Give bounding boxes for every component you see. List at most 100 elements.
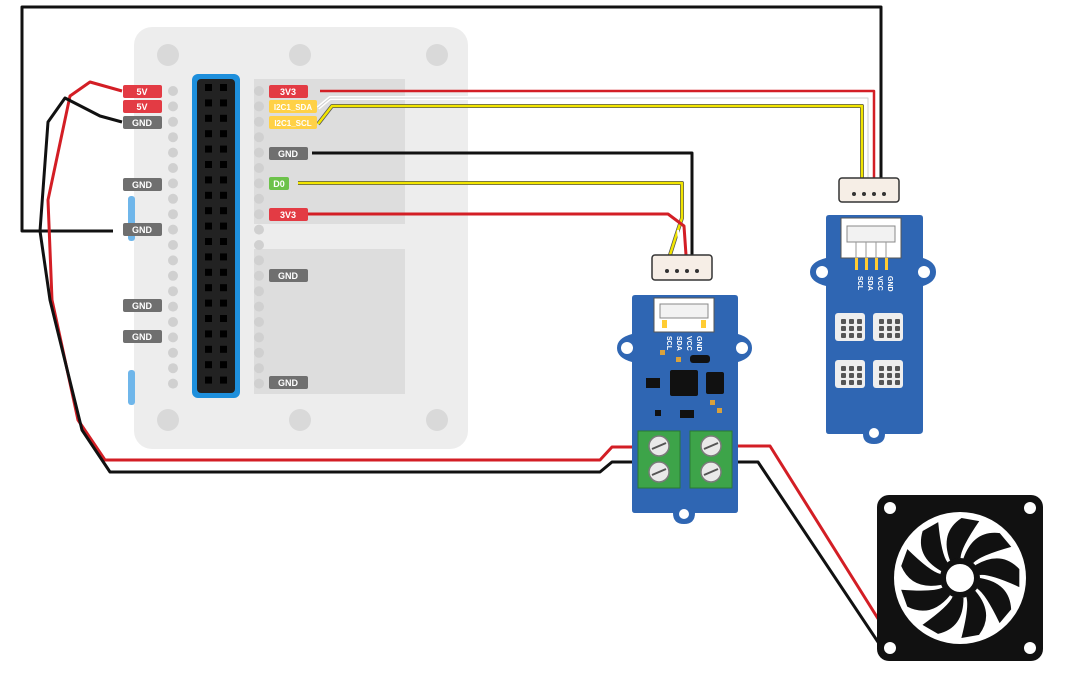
pad-dot	[879, 373, 884, 378]
pad-dot	[895, 373, 900, 378]
silk-vcc: VCC	[876, 276, 883, 291]
gpio-pin	[220, 161, 227, 168]
sensor-pad	[873, 360, 903, 388]
edge-tab	[128, 370, 135, 405]
pin-label-text: GND	[278, 271, 299, 281]
pad-dot	[857, 333, 862, 338]
gpio-pin	[205, 253, 212, 261]
pad-dot	[857, 319, 862, 324]
fan-icon	[877, 495, 1043, 661]
pad-dot	[879, 366, 884, 371]
socket-dot	[168, 147, 178, 158]
gpio-pin	[205, 145, 212, 153]
socket-dot	[254, 224, 264, 235]
socket-dot	[168, 317, 178, 327]
fan-blade	[901, 549, 942, 586]
pad-dot	[887, 373, 892, 378]
fan-blade	[975, 558, 1020, 588]
wire-white-nc	[677, 229, 681, 256]
gpio-pin	[220, 99, 227, 107]
gpio-pin	[205, 161, 212, 168]
socket-dot	[168, 193, 178, 204]
silk-gnd: GND	[695, 336, 702, 352]
pin-label-i2c1-scl: I2C1_SCL	[269, 116, 317, 129]
pad-dot	[887, 326, 892, 331]
socket-dot	[254, 193, 264, 204]
wire-black-gnd-mosfet	[312, 151, 694, 255]
silk-sda: SDA	[675, 336, 682, 351]
smd-component	[646, 378, 660, 388]
wire-yellow-scl	[317, 104, 864, 178]
hat-labels-right: 3V3 I2C1_SDA I2C1_SCL GND D0 3V3 GND GN	[269, 85, 317, 389]
pad-dot	[841, 319, 846, 324]
gpio-pin	[205, 284, 212, 292]
pin-label-gnd: GND	[269, 376, 308, 389]
pad-dot	[895, 319, 900, 324]
fan-blades	[901, 518, 1020, 638]
hat-labels-left: 5V 5V GND GND GND GND GND	[123, 85, 162, 343]
silk-gnd: GND	[886, 276, 893, 292]
socket-dot	[168, 209, 178, 220]
pin-label-gnd: GND	[269, 269, 308, 282]
fan-blade	[946, 518, 980, 561]
gpio-pin	[220, 345, 227, 353]
socket-dot	[168, 116, 178, 127]
gpio-pin	[205, 361, 212, 369]
socket-dot	[168, 240, 178, 250]
silk-scl: SCL	[665, 336, 672, 351]
diode-chip	[706, 372, 724, 394]
pad-dot	[849, 373, 854, 378]
gpio-header	[197, 79, 235, 393]
pad-dot	[895, 333, 900, 338]
pad-dot	[849, 366, 854, 371]
pin-label-text: D0	[273, 179, 285, 189]
grove-socket-dots	[168, 86, 264, 389]
fan-blade	[963, 532, 1012, 564]
grove-connector-icon	[838, 177, 900, 203]
gpio-pin	[205, 315, 212, 322]
pad-dot	[857, 366, 862, 371]
socket-dot	[254, 286, 264, 297]
mount-hole	[289, 409, 311, 431]
gpio-pin	[205, 176, 212, 184]
pad-dot	[849, 333, 854, 338]
socket-dot	[168, 86, 178, 96]
gpio-pin	[205, 268, 212, 276]
gpio-pin	[220, 222, 227, 230]
gpio-pin	[205, 299, 212, 307]
pin-label-5v: 5V	[123, 100, 162, 113]
socket-dot	[254, 240, 264, 250]
socket-dot	[254, 332, 264, 343]
pin-label-text: I2C1_SCL	[274, 119, 311, 128]
silk-vcc: VCC	[685, 336, 692, 351]
socket-dot	[254, 116, 264, 127]
gpio-pin	[220, 238, 227, 245]
pad-dot	[857, 373, 862, 378]
sensor-pad	[835, 360, 865, 388]
pin-label-text: 3V3	[280, 87, 296, 97]
socket-dot	[254, 147, 264, 158]
mosfet-chip	[670, 370, 698, 396]
pin-label-gnd: GND	[123, 223, 162, 236]
pad-dot	[887, 333, 892, 338]
wire-red-fan	[736, 444, 884, 626]
fan-blade	[922, 596, 964, 634]
pad-dot	[879, 333, 884, 338]
socket-dot	[168, 101, 178, 112]
gpio-pin	[205, 114, 212, 122]
pin-label-5v: 5V	[123, 85, 162, 98]
mount-hole	[426, 409, 448, 431]
gpio-pin	[205, 84, 212, 91]
grove-i2c-sensor-module: SCL SDA VCC GND	[810, 215, 936, 444]
socket-dot	[168, 301, 178, 312]
socket-dot	[254, 347, 264, 358]
gpio-pin	[220, 268, 227, 276]
pad-dot	[849, 326, 854, 331]
fan-blade	[901, 587, 950, 611]
fan-blade	[920, 522, 948, 572]
socket-dot	[168, 163, 178, 173]
pad-dot	[857, 380, 862, 385]
socket-dot	[254, 101, 264, 112]
pin-label-gnd: GND	[123, 116, 162, 129]
